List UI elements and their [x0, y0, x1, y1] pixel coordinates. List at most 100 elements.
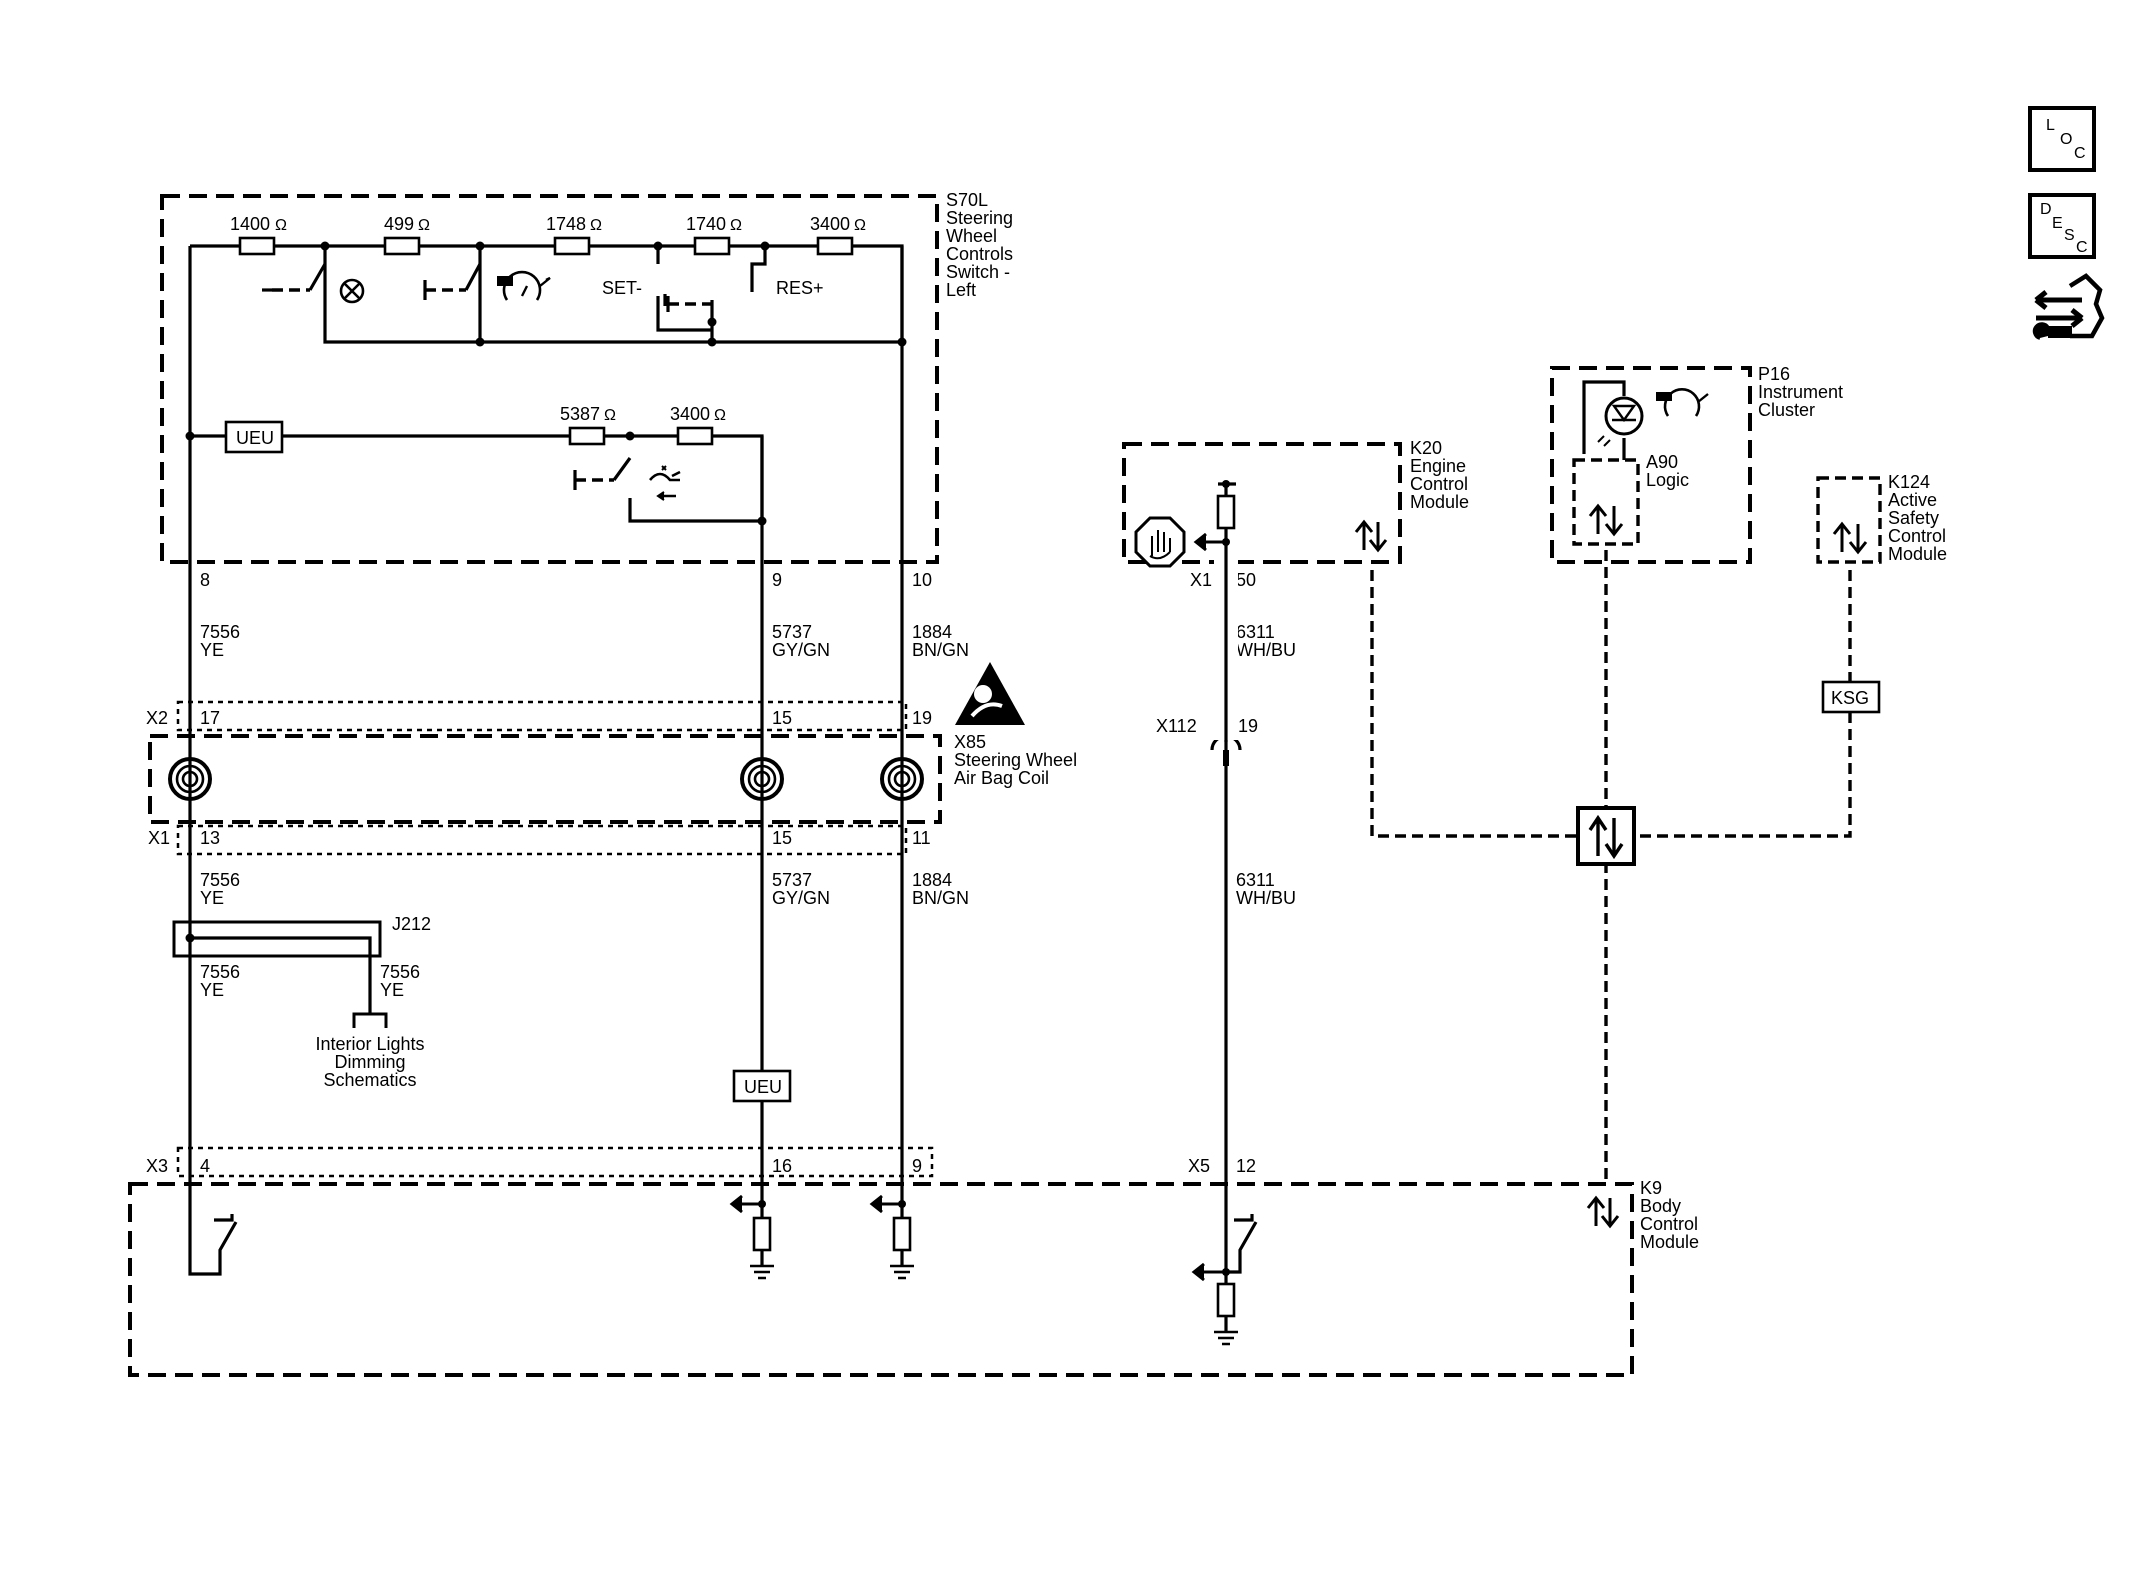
svg-text:10: 10 [912, 570, 932, 590]
stop-hand-icon [1134, 516, 1186, 568]
ueu-box-top[interactable] [224, 420, 284, 454]
svg-text:Interior Lights: Interior Lights [315, 1034, 424, 1054]
coil-5737 [740, 757, 784, 801]
svg-text:Control: Control [1410, 474, 1468, 494]
j212-label: J212 [392, 914, 431, 934]
svg-text:X5: X5 [1188, 1156, 1210, 1176]
k9-pulldown-1884 [869, 1194, 914, 1280]
x85-label: X85 Steering Wheel Air Bag Coil [954, 732, 1077, 788]
svg-text:Air Bag Coil: Air Bag Coil [954, 768, 1049, 788]
svg-text:WH/BU: WH/BU [1236, 888, 1296, 908]
svg-text:Ω: Ω [730, 217, 742, 234]
x1-coil-connector [176, 824, 908, 856]
svg-text:Steering: Steering [946, 208, 1013, 228]
loc-button[interactable]: L O C [2028, 106, 2096, 172]
a90-label: A90 Logic [1646, 452, 1689, 490]
res-label: RES+ [776, 278, 824, 298]
svg-text:BN/GN: BN/GN [912, 640, 969, 660]
k20-pins: X1 50 [1190, 570, 1256, 590]
svg-text:Ω: Ω [604, 407, 616, 424]
svg-text:Schematics: Schematics [323, 1070, 416, 1090]
svg-text:13: 13 [200, 828, 220, 848]
svg-text:X1: X1 [148, 828, 170, 848]
resume-switch [573, 457, 681, 501]
svg-text:Module: Module [1888, 544, 1947, 564]
resistor-5387 [568, 426, 606, 446]
svg-text:8: 8 [200, 570, 210, 590]
svg-text:9: 9 [772, 570, 782, 590]
svg-text:7556: 7556 [380, 962, 420, 982]
svg-text:Ω: Ω [854, 217, 866, 234]
x2-connector [176, 700, 908, 732]
ksg-label: KSG [1831, 688, 1869, 708]
svg-text:A90: A90 [1646, 452, 1678, 472]
svg-text:7556: 7556 [200, 622, 240, 642]
desc-button[interactable]: D E S C [2028, 193, 2096, 259]
j212-splice [172, 920, 382, 958]
connector-repair-icon[interactable] [2032, 273, 2105, 340]
j212-branch-wire [190, 936, 372, 1014]
svg-text:Logic: Logic [1646, 470, 1689, 490]
svg-text:K9: K9 [1640, 1178, 1662, 1198]
svg-text:Body: Body [1640, 1196, 1681, 1216]
svg-text:YE: YE [380, 980, 404, 1000]
svg-text:S70L: S70L [946, 190, 988, 210]
svg-text:1400: 1400 [230, 214, 270, 234]
follow-distance-icon [649, 470, 681, 498]
interior-lights-label[interactable]: Interior Lights Dimming Schematics [315, 1034, 424, 1090]
clockspring-coils [168, 757, 924, 801]
svg-text:P16: P16 [1758, 364, 1790, 384]
svg-text:499: 499 [384, 214, 414, 234]
svg-text:3400: 3400 [810, 214, 850, 234]
wire-labels-mid: 7556 YE 5737 GY/GN 1884 BN/GN [200, 870, 969, 908]
svg-text:X2: X2 [146, 708, 168, 728]
svg-text:1884: 1884 [912, 622, 952, 642]
svg-text:Ω: Ω [590, 217, 602, 234]
svg-text:Control: Control [1640, 1214, 1698, 1234]
svg-text:5737: 5737 [772, 622, 812, 642]
k124-label: K124 Active Safety Control Module [1888, 472, 1947, 564]
svg-text:X85: X85 [954, 732, 986, 752]
x1-coil-labels: X1 13 15 11 [148, 828, 931, 848]
svg-text:11: 11 [912, 828, 931, 848]
desc-letter-s: S [2064, 227, 2075, 244]
svg-text:Ω: Ω [418, 217, 430, 234]
svg-text:YE: YE [200, 640, 224, 660]
serial-data-bus-k20 [1370, 570, 1578, 838]
wire-labels-low: 7556 YE 7556 YE [200, 962, 420, 1000]
k20-engine-control-module-box [1122, 442, 1402, 564]
k9-body-control-module-box [128, 1182, 1634, 1377]
loc-letter-l: L [2046, 117, 2055, 134]
coil-7556 [168, 757, 212, 801]
svg-text:17: 17 [200, 708, 220, 728]
k20-brake-input [1134, 480, 1236, 1272]
cruise-indicator-lamp [1582, 380, 1709, 460]
k9-serial-data-icon [1586, 1195, 1620, 1229]
ksg-badge[interactable] [1821, 680, 1881, 714]
interior-lights-link[interactable] [352, 1012, 388, 1028]
svg-text:Engine: Engine [1410, 456, 1466, 476]
p16-label: P16 Instrument Cluster [1758, 364, 1843, 420]
x3-connector [176, 1146, 934, 1178]
s70l-switch-box [160, 194, 939, 564]
svg-text:15: 15 [772, 708, 792, 728]
svg-text:6311: 6311 [1236, 870, 1275, 890]
set-switch [663, 294, 712, 312]
svg-text:19: 19 [1238, 716, 1258, 736]
x2-labels: X2 17 15 19 [146, 708, 932, 728]
ueu-box-bottom[interactable] [732, 1069, 792, 1103]
svg-text:Safety: Safety [1888, 508, 1939, 528]
resistor-3400-mid [676, 426, 714, 446]
svg-text:7556: 7556 [200, 870, 240, 890]
svg-text:Active: Active [1888, 490, 1937, 510]
svg-text:1748: 1748 [546, 214, 586, 234]
k124-serial-data-icon [1832, 521, 1868, 555]
svg-text:1884: 1884 [912, 870, 952, 890]
svg-text:Ω: Ω [714, 407, 726, 424]
p16-instrument-cluster-box [1550, 366, 1752, 564]
svg-text:9: 9 [912, 1156, 922, 1176]
k9-label: K9 Body Control Module [1640, 1178, 1699, 1252]
svg-text:Dimming: Dimming [334, 1052, 405, 1072]
svg-text:Left: Left [946, 280, 976, 300]
svg-text:16: 16 [772, 1156, 792, 1176]
